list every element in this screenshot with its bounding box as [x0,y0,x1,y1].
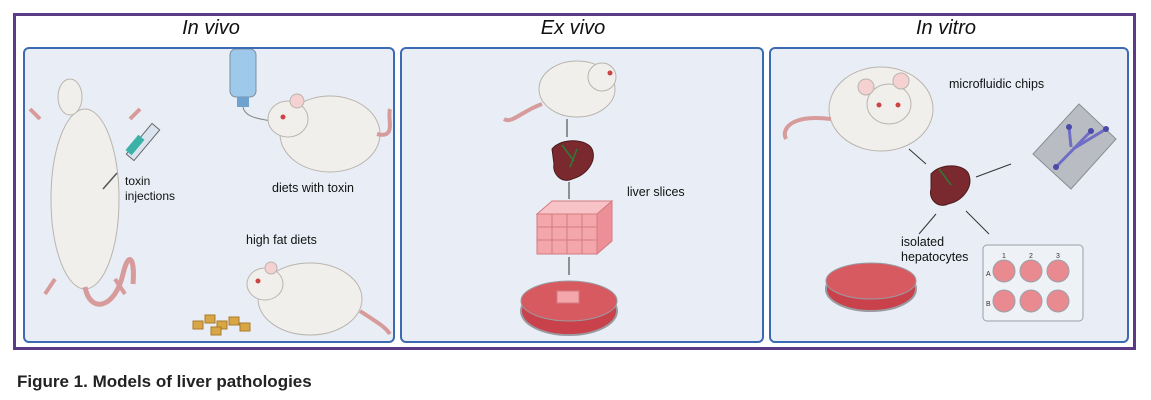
plate-row-b: B [986,301,991,308]
rat-icon [782,66,934,152]
plate-row-a: A [986,271,991,278]
arrow [908,148,927,165]
in-vivo-title: In vivo [182,17,240,39]
isolated-hepatocytes-label: isolated hepatocytes [901,235,969,264]
petri-dish-slice-icon [520,280,618,336]
arrow [918,213,937,235]
plate-col-3: 3 [1056,253,1060,260]
liver-icon [929,165,971,206]
microfluidic-chips-label: microfluidic chips [949,77,1045,91]
plate-col-1: 1 [1002,253,1006,260]
arrow [975,163,1012,178]
liver-slices-block-icon [535,199,614,256]
in-vivo-illustration [28,49,392,336]
restrained-rat-icon [28,78,142,307]
well-plate-icon [982,244,1084,322]
arrow [965,210,990,235]
syringe-icon [102,122,161,190]
rat-icon [502,60,617,123]
ex-vivo-panel: liver slices [400,47,764,343]
liver-icon [551,140,594,181]
plate-col-2: 2 [1029,253,1033,260]
food-pellets-icon [192,314,251,336]
diets-with-toxin-label: diets with toxin [272,181,354,195]
ex-vivo-title: Ex vivo [540,17,606,39]
in-vitro-illustration [782,66,1117,322]
high-fat-diets-label: high fat diets [246,233,317,247]
rat-high-fat-icon [246,261,392,336]
figure-caption: Figure 1. Models of liver pathologies [17,372,312,391]
ex-vivo-illustration [502,60,618,336]
rat-diet-toxin-icon [267,93,392,173]
microfluidic-chip-icon [1032,103,1117,190]
liver-slices-label: liver slices [627,185,685,199]
in-vitro-panel: microfluidic chips isolated hepatocytes … [769,47,1129,343]
in-vitro-title: In vitro [915,17,977,39]
in-vivo-panel: toxin injections diets with toxin high f… [23,47,395,343]
iv-bag-icon [229,49,271,122]
petri-dish-icon [825,262,917,312]
toxin-injections-label: toxin injections [125,174,176,203]
